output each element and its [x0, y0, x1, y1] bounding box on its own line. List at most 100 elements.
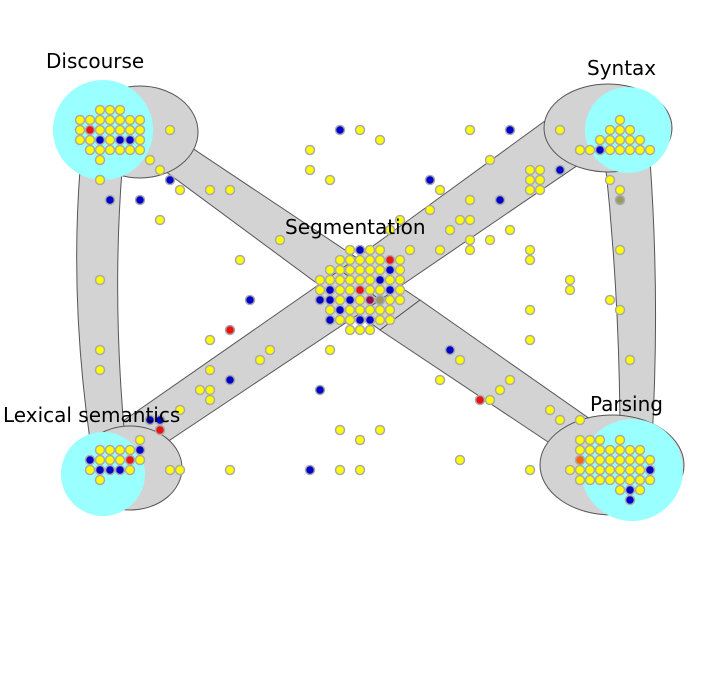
node [574, 454, 586, 466]
node [624, 134, 636, 146]
node [544, 404, 556, 416]
node [524, 334, 536, 346]
node [574, 444, 586, 456]
node [354, 314, 366, 326]
node [364, 314, 376, 326]
node [344, 284, 356, 296]
node [454, 454, 466, 466]
node [614, 474, 626, 486]
node [434, 184, 446, 196]
node [564, 464, 576, 476]
node [114, 104, 126, 116]
node [644, 454, 656, 466]
node [394, 294, 406, 306]
node [254, 354, 266, 366]
node [374, 274, 386, 286]
node [224, 374, 236, 386]
node [624, 124, 636, 136]
node [364, 254, 376, 266]
node [604, 454, 616, 466]
node [594, 454, 606, 466]
node [384, 314, 396, 326]
node [314, 284, 326, 296]
node [104, 134, 116, 146]
node [524, 164, 536, 176]
node [324, 264, 336, 276]
node [444, 224, 456, 236]
node [584, 434, 596, 446]
node [194, 384, 206, 396]
node [604, 174, 616, 186]
node [594, 444, 606, 456]
node [134, 134, 146, 146]
node [354, 254, 366, 266]
node [134, 124, 146, 136]
node [394, 274, 406, 286]
node [124, 444, 136, 456]
node [224, 184, 236, 196]
node [384, 224, 396, 236]
node [74, 134, 86, 146]
node [594, 474, 606, 486]
node [424, 204, 436, 216]
node [154, 214, 166, 226]
node [114, 454, 126, 466]
node [614, 484, 626, 496]
node [344, 324, 356, 336]
node [204, 364, 216, 376]
node [234, 254, 246, 266]
node [634, 134, 646, 146]
node [324, 304, 336, 316]
node [374, 244, 386, 256]
node [154, 424, 166, 436]
node [604, 464, 616, 476]
node [574, 434, 586, 446]
node [334, 304, 346, 316]
node [374, 304, 386, 316]
node [94, 104, 106, 116]
node [614, 184, 626, 196]
node [304, 144, 316, 156]
node [84, 454, 96, 466]
node [494, 194, 506, 206]
node [224, 324, 236, 336]
node [614, 454, 626, 466]
node [464, 234, 476, 246]
node [204, 184, 216, 196]
node [614, 444, 626, 456]
node [584, 144, 596, 156]
node [174, 464, 186, 476]
node [584, 474, 596, 486]
node [624, 464, 636, 476]
node [334, 124, 346, 136]
node [594, 144, 606, 156]
node [624, 444, 636, 456]
node [534, 164, 546, 176]
node [334, 424, 346, 436]
node [594, 434, 606, 446]
node [624, 454, 636, 466]
node [614, 304, 626, 316]
node [154, 164, 166, 176]
node [104, 454, 116, 466]
node [84, 134, 96, 146]
node [94, 144, 106, 156]
node [494, 384, 506, 396]
node [134, 434, 146, 446]
node [94, 154, 106, 166]
node [604, 134, 616, 146]
node [614, 114, 626, 126]
node [394, 264, 406, 276]
node [374, 284, 386, 296]
node [464, 244, 476, 256]
node [324, 174, 336, 186]
label-parsing: Parsing [590, 392, 663, 416]
label-segmentation: Segmentation [285, 215, 426, 239]
node [174, 404, 186, 416]
node [614, 194, 626, 206]
node [384, 274, 396, 286]
label-syntax: Syntax [587, 56, 657, 80]
node [574, 414, 586, 426]
node [484, 234, 496, 246]
